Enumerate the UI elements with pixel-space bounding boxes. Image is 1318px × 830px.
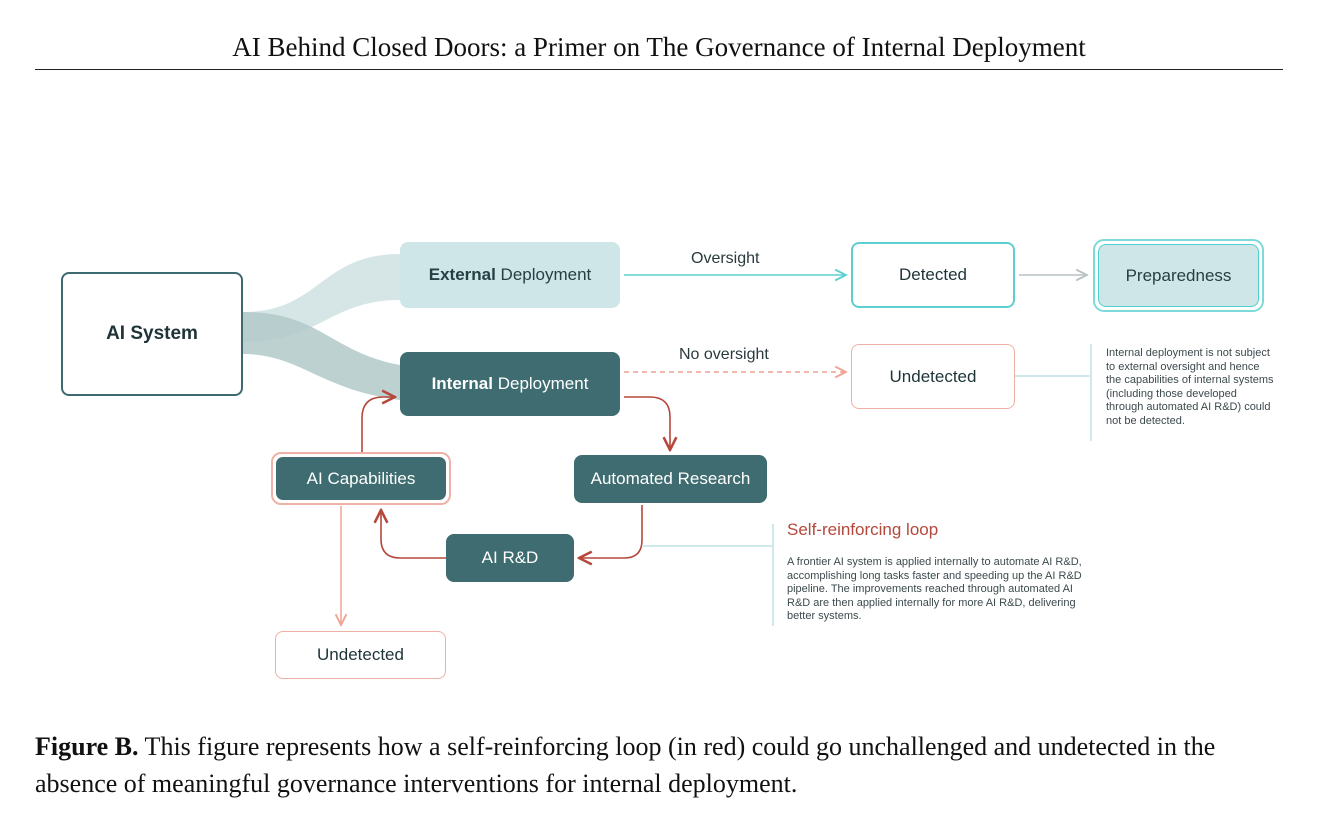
edge-label-no-oversight: No oversight	[679, 346, 769, 363]
header-rule	[35, 69, 1283, 70]
loop-arrow-internal-to-research	[624, 396, 670, 450]
note-self-reinforcing-loop: A frontier AI system is applied internal…	[787, 556, 1082, 622]
node-detected: Detected	[851, 242, 1015, 308]
node-external-keyword: External	[428, 265, 496, 284]
node-ai-rd: AI R&D	[446, 534, 574, 582]
node-preparedness-label: Preparedness	[1098, 244, 1259, 307]
node-automated-research: Automated Research	[574, 455, 767, 503]
node-internal-suffix: Deployment	[492, 374, 589, 393]
node-ai-system: AI System	[61, 272, 243, 396]
edge-label-oversight: Oversight	[691, 250, 760, 267]
note-loop-title: Self-reinforcing loop	[787, 520, 939, 539]
node-ai-capabilities-label: AI Capabilities	[276, 457, 446, 500]
loop-arrow-research-to-rd	[579, 505, 643, 558]
figure-caption: Figure B. This figure represents how a s…	[35, 728, 1285, 802]
node-preparedness: Preparedness	[1093, 239, 1264, 312]
note-internal-deployment: Internal deployment is not subject to ex…	[1106, 347, 1274, 427]
figure-caption-label: Figure B.	[35, 732, 139, 761]
node-ai-capabilities: AI Capabilities	[271, 452, 451, 505]
running-header: AI Behind Closed Doors: a Primer on The …	[232, 32, 1086, 62]
node-internal-deployment: Internal Deployment	[400, 352, 620, 416]
node-external-suffix: Deployment	[495, 265, 592, 284]
node-external-deployment: External Deployment	[400, 242, 620, 308]
loop-arrow-rd-to-capabilities	[381, 510, 446, 559]
node-internal-keyword: Internal	[431, 374, 493, 393]
figure-caption-text: This figure represents how a self-reinfo…	[35, 732, 1216, 798]
flow-band-internal	[243, 312, 400, 400]
node-undetected-bottom: Undetected	[275, 631, 446, 679]
node-undetected-top: Undetected	[851, 344, 1015, 409]
loop-arrow-capabilities-to-internal	[361, 397, 395, 452]
